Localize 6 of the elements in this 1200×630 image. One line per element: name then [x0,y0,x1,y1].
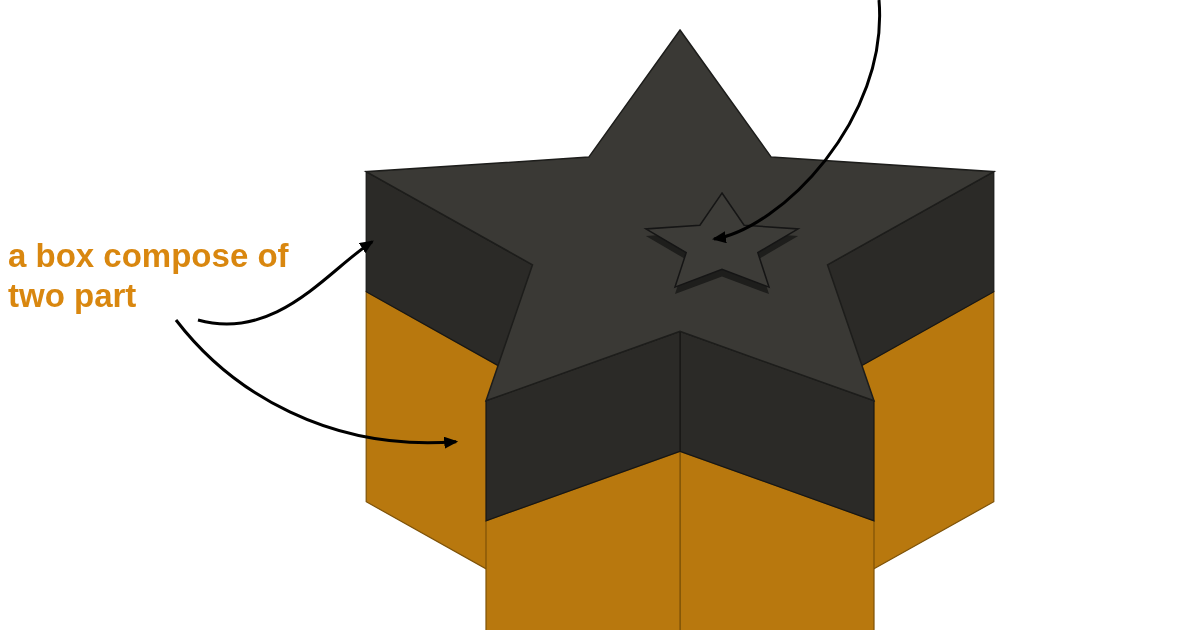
callout-text: a box compose of two part [8,236,298,316]
upper-part-drawing [363,28,997,522]
arrow [712,0,881,242]
leader-line [197,240,374,326]
leader-line [174,319,459,449]
star-knob-drawing [643,191,801,295]
